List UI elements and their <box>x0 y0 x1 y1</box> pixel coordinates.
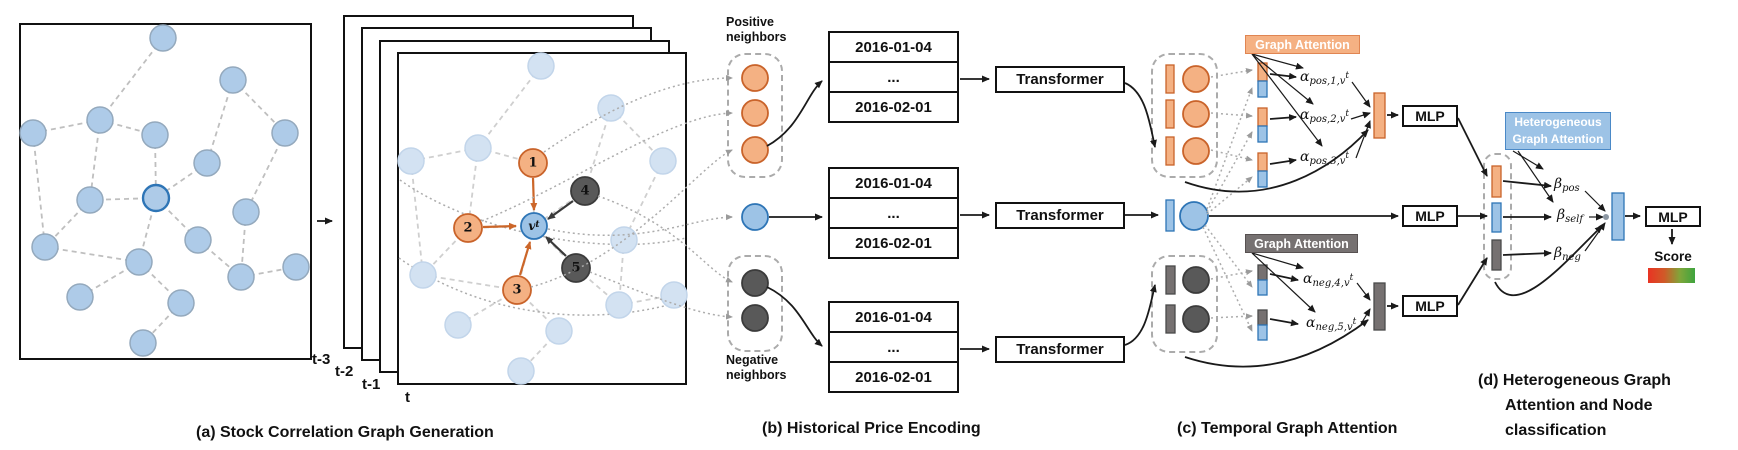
date-row: 2016-01-04 <box>828 301 959 333</box>
alpha-label-pos-2: αpos,2,vt <box>1300 107 1350 125</box>
self-node <box>741 203 769 231</box>
positive-node-3 <box>502 275 532 305</box>
neighbor-arrows <box>482 177 574 276</box>
negative-node-4 <box>570 176 600 206</box>
date-row: ... <box>828 61 959 93</box>
positive-neighbors-label: Positive neighbors <box>726 15 787 44</box>
date-box-positive: 2016-01-04 ... 2016-02-01 <box>828 31 959 123</box>
transformer-box-3: Transformer <box>995 336 1125 363</box>
positive-node-2 <box>453 213 483 243</box>
alpha-arrows <box>1184 53 1371 368</box>
embedding-bars-and-nodes <box>1165 64 1210 334</box>
mlp-box-positive: MLP <box>1402 105 1458 127</box>
time-label-t-1: t-1 <box>362 376 381 393</box>
fused-bars <box>1491 165 1502 271</box>
date-row: 2016-01-04 <box>828 167 959 199</box>
node-label-3: 3 <box>512 282 522 298</box>
node-label-1: 1 <box>528 155 538 171</box>
alpha-label-neg-4: αneg,4,vt <box>1303 271 1354 289</box>
node-label-2: 2 <box>463 220 473 236</box>
self-embedding-node <box>1179 201 1209 231</box>
beta-label-self: βself <box>1557 207 1584 225</box>
alpha-label-pos-1: αpos,1,vt <box>1300 69 1350 87</box>
positive-embeddings-group <box>1151 53 1218 178</box>
beta-arrows <box>1494 150 1609 297</box>
caption-d: (d) Heterogeneous Graph Attention and No… <box>1478 372 1671 439</box>
graph-attention-box-negative: Graph Attention <box>1245 234 1358 253</box>
date-row: ... <box>828 197 959 229</box>
transformer-box-1: Transformer <box>995 66 1125 93</box>
to-price-arrows <box>766 75 1159 353</box>
time-label-t-2: t-2 <box>335 363 354 380</box>
alpha-label-neg-5: αneg,5,vt <box>1306 315 1357 333</box>
target-node-vt <box>520 212 548 240</box>
caption-b: (b) Historical Price Encoding <box>762 420 981 437</box>
attention-dotted-links <box>1202 68 1253 332</box>
negative-neighbors-group <box>727 255 783 352</box>
positive-node-1 <box>518 148 548 178</box>
date-row: 2016-02-01 <box>828 361 959 393</box>
date-box-self: 2016-01-04 ... 2016-02-01 <box>828 167 959 259</box>
heterogeneous-graph-attention-box: Heterogeneous Graph Attention <box>1505 112 1611 150</box>
transformer-box-2: Transformer <box>995 202 1125 229</box>
mlp-arrows <box>1209 111 1488 310</box>
date-row: 2016-02-01 <box>828 227 959 259</box>
sampled-neighbor-nodes <box>741 64 769 332</box>
negative-embeddings-group <box>1151 255 1218 353</box>
target-stock-node <box>141 183 171 213</box>
mlp-box-self: MLP <box>1402 205 1458 227</box>
date-box-negative: 2016-01-04 ... 2016-02-01 <box>828 301 959 393</box>
time-label-t-3: t-3 <box>312 351 331 368</box>
date-row: 2016-02-01 <box>828 91 959 123</box>
time-label-t: t <box>405 389 410 406</box>
sampling-connectors <box>481 75 733 320</box>
caption-c: (c) Temporal Graph Attention <box>1177 420 1398 437</box>
node-label-4: 4 <box>580 183 590 199</box>
caption-a: (a) Stock Correlation Graph Generation <box>196 424 494 441</box>
mlp-box-final: MLP <box>1645 206 1701 227</box>
aggregated-bars <box>1373 92 1386 331</box>
mlp-box-negative: MLP <box>1402 295 1458 317</box>
negative-node-5 <box>561 253 591 283</box>
score-label: Score <box>1654 249 1692 264</box>
date-row: 2016-01-04 <box>828 31 959 63</box>
snapshot-graph-nodes <box>397 52 688 385</box>
graph-attention-box-positive: Graph Attention <box>1245 35 1360 54</box>
node-label-5: 5 <box>571 260 581 276</box>
beta-label-neg: βneg <box>1554 245 1581 263</box>
date-row: ... <box>828 331 959 363</box>
beta-label-pos: βpos <box>1554 176 1580 194</box>
negative-neighbors-label: Negative neighbors <box>726 353 787 382</box>
stock-graph-nodes <box>19 24 310 357</box>
target-node-label: vt <box>528 219 540 233</box>
final-embedding-bar <box>1611 192 1625 241</box>
score-gradient <box>1648 268 1695 283</box>
alpha-label-pos-3: αpos,3,vt <box>1300 149 1350 167</box>
final-output <box>1611 192 1676 245</box>
pair-bars <box>1257 62 1268 341</box>
